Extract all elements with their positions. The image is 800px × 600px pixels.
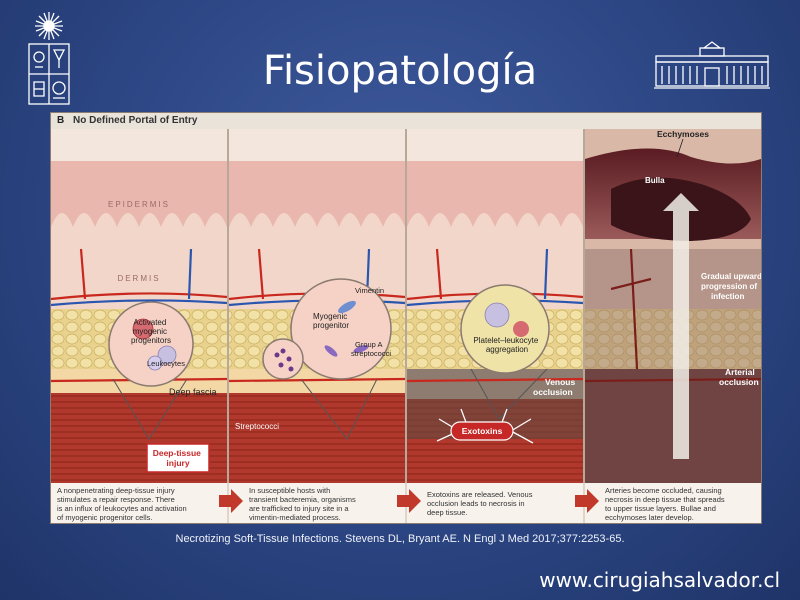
svg-text:Deep-tissue injury: Deep-tissue injury [153, 448, 204, 468]
injury-label-1: Deep-tissue [153, 448, 201, 458]
vimentin-label: Vimentin [355, 286, 384, 295]
caption-panel-3: Exotoxins are released. Venous occlusion… [427, 490, 535, 517]
venous-label-1: Venous [545, 377, 576, 387]
svg-text:Venous occlusion: Venous occlusion [533, 377, 578, 397]
hospital-building-logo [654, 41, 770, 89]
panel-3-tissue [407, 129, 583, 483]
caption-panel-4: Arteries become occluded, causing necros… [605, 486, 727, 522]
svg-text:Myogenic progenitor: Myogenic progenitor [313, 312, 349, 330]
activated-label-2: myogenic [133, 327, 167, 336]
slide-title: Fisiopatología [262, 48, 538, 94]
figure-citation: Necrotizing Soft-Tissue Infections. Stev… [175, 533, 625, 545]
progression-label-2: progression of [701, 282, 757, 291]
platelet-label-2: aggregation [486, 345, 528, 354]
group-a-label-2: streptococci [351, 349, 391, 358]
figure-header: B No Defined Portal of Entry [51, 113, 761, 129]
myogenic-label-2: progenitor [313, 321, 349, 330]
caption-panel-2: In susceptible hosts with transient bact… [249, 486, 358, 522]
svg-text:Gradual upward progressi: Gradual upward progression of infection [701, 272, 761, 301]
deep-fascia-label: Deep fascia [169, 387, 217, 397]
panel-2-zoom-circle [262, 278, 392, 440]
dermis-label: DERMIS [117, 274, 160, 283]
website-url[interactable]: www.cirugiahsalvador.cl [539, 568, 780, 592]
arterial-label-1: Arterial [725, 367, 755, 377]
platelet-label-1: Platelet–leukocyte [473, 336, 538, 345]
group-a-label-1: Group A [355, 340, 383, 349]
pathophysiology-figure: B No Defined Portal of Entry [50, 112, 762, 524]
tissue-diagram: EPIDERMIS DERMIS Deep fascia Activated m… [51, 129, 761, 523]
exotoxins-badge [450, 421, 514, 441]
panel-title: No Defined Portal of Entry [73, 115, 198, 126]
svg-text:Group A streptococci: Group A streptococci [351, 340, 391, 358]
deep-tissue-injury-badge [146, 443, 210, 473]
caption-arrow-2 [397, 489, 421, 513]
panel-1-zoom-circle [108, 301, 194, 440]
university-crest-logo [28, 12, 70, 105]
caption-panel-1: A nonpenetrating deep-tissue injury stim… [57, 486, 189, 522]
caption-bar [51, 483, 761, 523]
bulla-label: Bulla [645, 176, 665, 185]
activated-label-1: Activated [133, 318, 166, 327]
exotoxins-label: Exotoxins [462, 426, 503, 436]
injury-label-2: injury [166, 458, 189, 468]
streptococci-circle [262, 338, 304, 380]
svg-text:Arterial occlusion: Arterial occlusion [719, 367, 759, 387]
svg-text:Platelet–leukocyte aggre: Platelet–leukocyte aggregation [473, 336, 540, 354]
leukocytes-label: Leukocytes [147, 359, 185, 368]
epidermis-label: EPIDERMIS [108, 200, 170, 209]
caption-arrow-1 [219, 489, 243, 513]
activated-label-3: progenitors [131, 336, 171, 345]
arterial-label-2: occlusion [719, 377, 759, 387]
ecchymoses-label: Ecchymoses [657, 129, 709, 139]
panel-letter: B [57, 115, 65, 126]
streptococci-label: Streptococci [235, 422, 279, 431]
upward-progression-arrow [663, 193, 699, 459]
caption-arrow-3 [575, 489, 599, 513]
progression-label-1: Gradual upward [701, 272, 761, 281]
blood-vessels [51, 248, 761, 383]
venous-label-2: occlusion [533, 387, 573, 397]
svg-text:Activated myogenic: Activated myogenic progenitors [131, 318, 171, 345]
panel-3-zoom-circle [460, 284, 550, 420]
progression-label-3: infection [711, 292, 744, 301]
myogenic-label-1: Myogenic [313, 312, 347, 321]
